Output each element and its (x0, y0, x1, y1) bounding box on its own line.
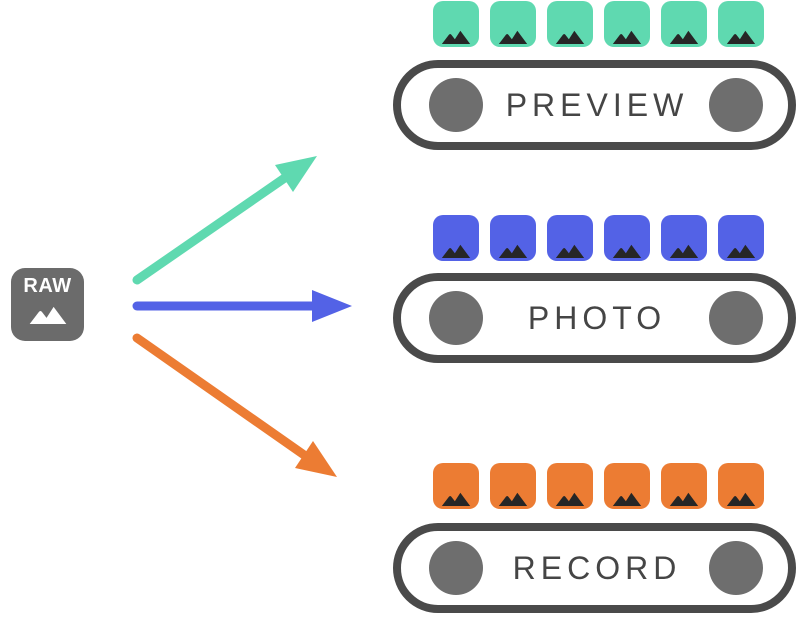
preview-capsule-label: PREVIEW (505, 87, 689, 123)
arrow-to-preview (132, 156, 317, 285)
image-icon (669, 492, 699, 506)
image-icon (555, 492, 585, 506)
preview-frame-icon (718, 1, 764, 47)
record-capsule-label: RECORD (512, 550, 682, 586)
image-icon (441, 30, 471, 44)
image-icon (612, 30, 642, 44)
preview-frames-row (433, 1, 764, 47)
record-capsule: RECORD (393, 523, 796, 613)
capsule-roller-right (709, 78, 763, 132)
preview-frame-icon (490, 1, 536, 47)
image-icon (498, 244, 528, 258)
capsule-roller-left (429, 78, 483, 132)
raw-source-node: RAW (11, 268, 84, 341)
photo-frame-icon (433, 215, 479, 261)
preview-frame-icon (433, 1, 479, 47)
record-frame-icon (433, 463, 479, 509)
raw-label: RAW (23, 275, 72, 297)
record-frame-icon (490, 463, 536, 509)
capsule-roller-right (709, 541, 763, 595)
image-icon (726, 492, 756, 506)
photo-frame-icon (547, 215, 593, 261)
preview-frame-icon (604, 1, 650, 47)
preview-frame-icon (547, 1, 593, 47)
photo-capsule: PHOTO (393, 273, 796, 363)
record-frames-row (433, 463, 764, 509)
image-icon (555, 30, 585, 44)
image-icon (726, 244, 756, 258)
photo-frame-icon (490, 215, 536, 261)
image-icon (726, 30, 756, 44)
photo-frame-icon (661, 215, 707, 261)
photo-frame-icon (718, 215, 764, 261)
record-frame-icon (547, 463, 593, 509)
image-icon (441, 492, 471, 506)
capsule-roller-right (709, 291, 763, 345)
preview-capsule: PREVIEW (393, 60, 796, 150)
preview-frame-icon (661, 1, 707, 47)
image-icon (441, 244, 471, 258)
capsule-roller-left (429, 541, 483, 595)
image-icon (29, 306, 66, 324)
image-icon (555, 244, 585, 258)
image-icon (612, 244, 642, 258)
record-frame-icon (604, 463, 650, 509)
image-icon (612, 492, 642, 506)
photo-frames-row (433, 215, 764, 261)
arrow-to-record (132, 333, 337, 477)
record-frame-icon (661, 463, 707, 509)
photo-frame-icon (604, 215, 650, 261)
record-frame-icon (718, 463, 764, 509)
image-icon (669, 30, 699, 44)
image-icon (498, 492, 528, 506)
image-icon (669, 244, 699, 258)
image-icon (498, 30, 528, 44)
capsule-roller-left (429, 291, 483, 345)
arrow-to-photo (132, 290, 352, 322)
photo-capsule-label: PHOTO (527, 300, 667, 336)
